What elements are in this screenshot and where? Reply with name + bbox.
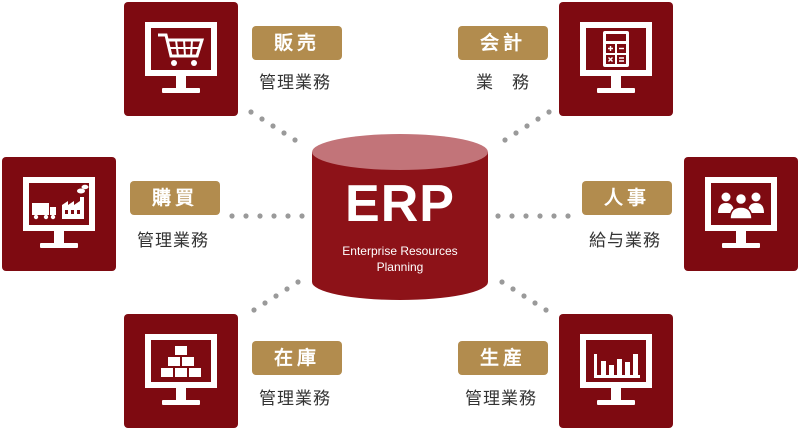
purchasing-tile bbox=[2, 157, 116, 271]
erp-database-cylinder bbox=[312, 134, 488, 300]
erp-title: ERP bbox=[345, 175, 455, 233]
people-icon bbox=[705, 177, 777, 248]
inventory-tile bbox=[124, 314, 238, 428]
erp-subtitle-line2: Planning bbox=[376, 260, 424, 274]
accounting-tag: 会計 bbox=[458, 26, 548, 60]
sales-caption: 管理業務 bbox=[259, 73, 331, 93]
production-tile bbox=[559, 314, 673, 428]
hr-caption: 給与業務 bbox=[589, 231, 661, 251]
erp-subtitle-line1: Enterprise Resources bbox=[342, 244, 458, 258]
accounting-caption: 業 務 bbox=[476, 73, 530, 93]
calculator-icon bbox=[580, 22, 652, 93]
bar-chart-icon bbox=[580, 334, 652, 405]
purchasing-caption: 管理業務 bbox=[137, 231, 209, 251]
sales-tag: 販売 bbox=[252, 26, 342, 60]
sales-tile bbox=[124, 2, 238, 116]
erp-subtitle: Enterprise Resources Planning bbox=[310, 243, 490, 275]
accounting-tile bbox=[559, 2, 673, 116]
truck-factory-icon bbox=[23, 177, 95, 248]
shopping-cart-icon bbox=[145, 22, 217, 93]
inventory-tag: 在庫 bbox=[252, 341, 342, 375]
stacked-boxes-icon bbox=[145, 334, 217, 405]
inventory-caption: 管理業務 bbox=[259, 389, 331, 409]
production-tag: 生産 bbox=[458, 341, 548, 375]
hr-tile bbox=[684, 157, 798, 271]
purchasing-tag: 購買 bbox=[130, 181, 220, 215]
hr-tag: 人事 bbox=[582, 181, 672, 215]
production-caption: 管理業務 bbox=[465, 389, 537, 409]
